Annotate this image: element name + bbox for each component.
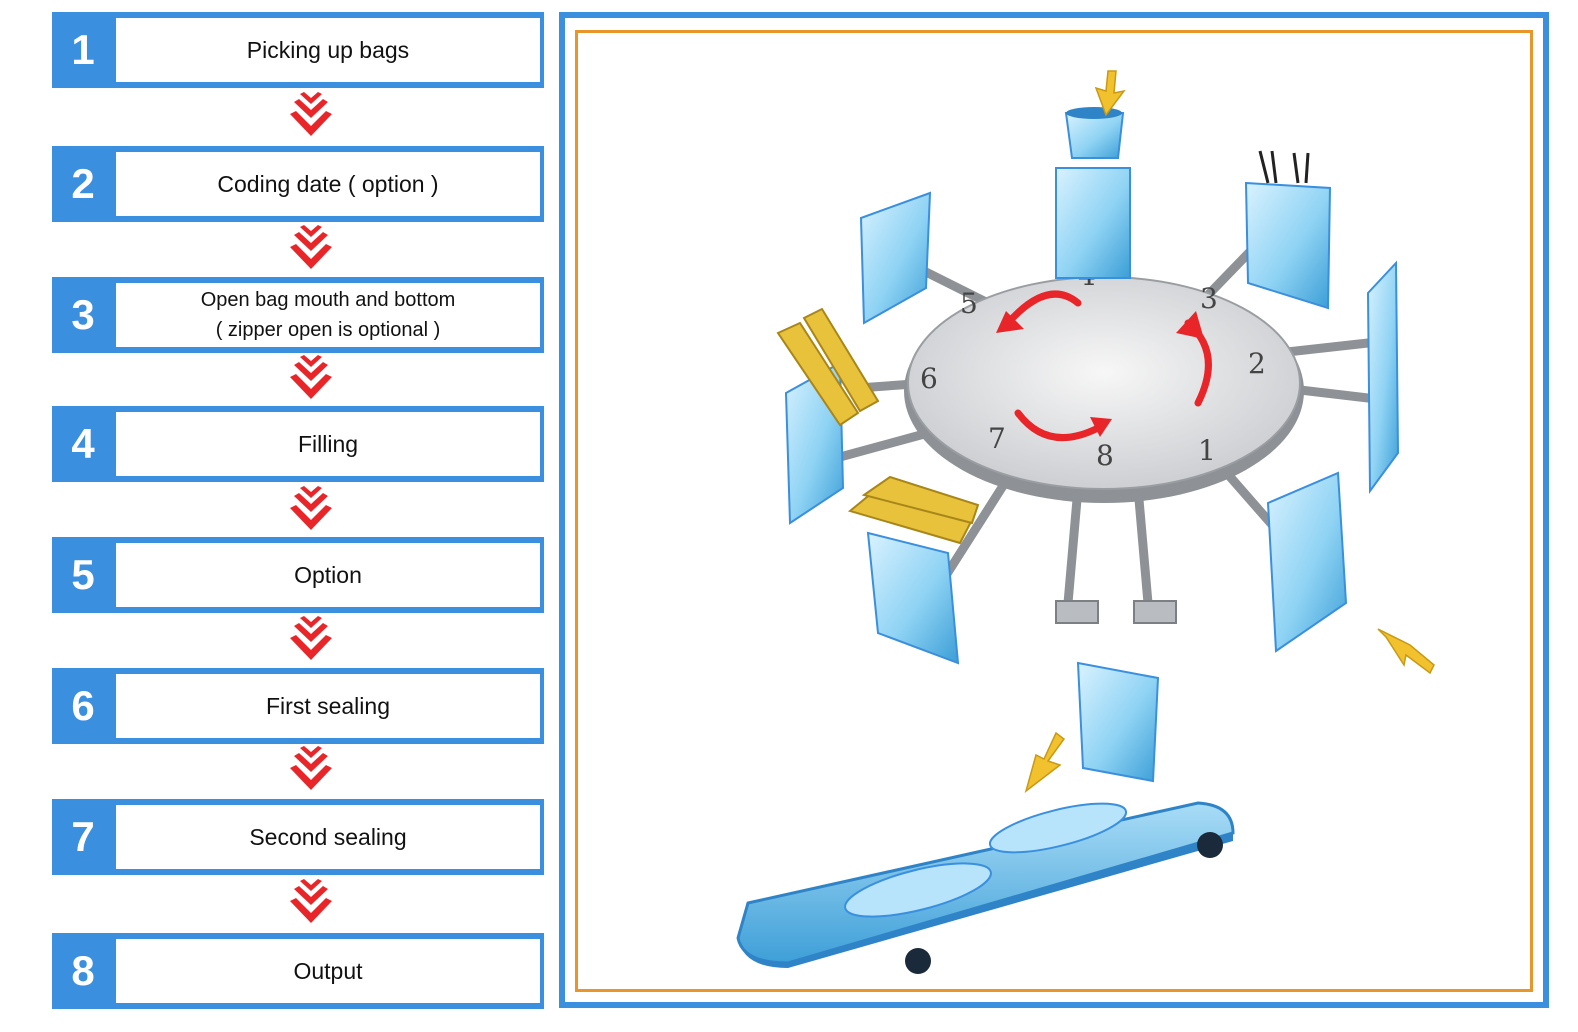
output-conveyor [736, 801, 1235, 974]
station-number: 2 [1248, 347, 1266, 380]
step-1: 1 Picking up bags [52, 12, 544, 88]
down-chevron-icon [290, 225, 332, 269]
step-label: Open bag mouth and bottom ( zipper open … [116, 283, 540, 347]
step-number: 6 [71, 682, 95, 729]
down-chevron-icon [290, 879, 332, 923]
step-label: Coding date ( option ) [116, 152, 540, 216]
step-number: 5 [71, 551, 95, 598]
machine-diagram-inner-frame: 1 2 3 4 5 6 7 8 [575, 30, 1533, 992]
step-2: 2 Coding date ( option ) [52, 146, 544, 222]
falling-bag [1076, 661, 1160, 783]
step-label: Picking up bags [116, 18, 540, 82]
machine-diagram-frame: 1 2 3 4 5 6 7 8 [559, 12, 1549, 1008]
gripper-station-8 [1055, 600, 1177, 624]
output-arrow-icon [1024, 731, 1066, 793]
down-chevron-icon [290, 746, 332, 790]
station-number: 3 [1200, 282, 1218, 315]
bag-station-2 [1366, 260, 1400, 495]
bag-station-1 [1266, 471, 1348, 653]
step-label: Filling [116, 412, 540, 476]
step-number: 2 [71, 160, 95, 207]
first-sealer [776, 307, 880, 427]
process-steps: 1 Picking up bags 2 Coding date ( option… [0, 0, 560, 1032]
step-4: 4 Filling [52, 406, 544, 482]
step-label: Output [116, 939, 540, 1003]
step-label-line-1: Open bag mouth and bottom [200, 289, 456, 311]
bag-station-5 [859, 191, 932, 325]
step-label: Option [116, 543, 540, 607]
rotary-packing-machine-illustration: 1 2 3 4 5 6 7 8 [736, 70, 1435, 974]
step-6: 6 First sealing [52, 668, 544, 744]
step-label: First sealing [116, 674, 540, 738]
station-number: 6 [920, 362, 938, 395]
step-number: 3 [71, 291, 95, 338]
down-chevron-icon [290, 355, 332, 399]
step-number: 7 [71, 813, 95, 860]
station-number: 5 [960, 287, 978, 320]
down-chevron-icon [290, 92, 332, 136]
station-number: 1 [1198, 434, 1216, 467]
step-3: 3 Open bag mouth and bottom ( zipper ope… [52, 277, 544, 353]
feed-arrow-icon [1094, 70, 1126, 117]
down-chevron-icon [290, 616, 332, 660]
feed-arrow-icon [1377, 628, 1435, 675]
bag-station-3 [1244, 150, 1332, 310]
step-label-line-2: ( zipper open is optional ) [215, 319, 441, 341]
bag-station-7 [866, 531, 960, 665]
step-number: 1 [71, 26, 95, 73]
step-5: 5 Option [52, 537, 544, 613]
second-sealer [847, 475, 980, 545]
filling-station [1055, 107, 1131, 279]
step-7: 7 Second sealing [52, 799, 544, 875]
down-chevron-icon [290, 486, 332, 530]
station-number: 7 [988, 422, 1006, 455]
step-number: 8 [71, 947, 95, 994]
station-number: 8 [1096, 439, 1114, 472]
step-label: Second sealing [116, 805, 540, 869]
step-number: 4 [71, 420, 95, 467]
step-8: 8 Output [52, 933, 544, 1009]
